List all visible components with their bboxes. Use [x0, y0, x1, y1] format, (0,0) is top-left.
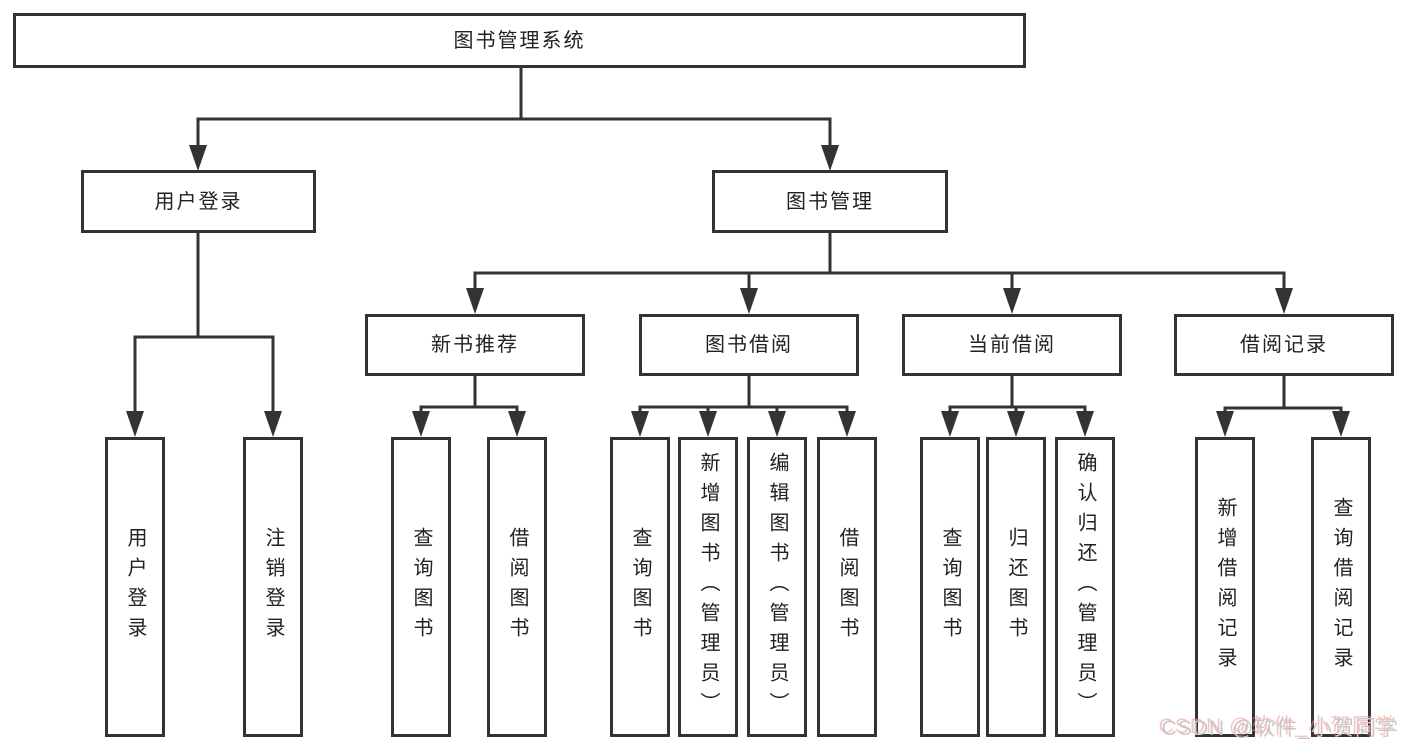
node-new-book-recommendation: 新书推荐 [365, 314, 585, 376]
node-leaf-user-login: 用户登录 [105, 437, 165, 737]
node-label: 新书推荐 [431, 334, 519, 356]
node-borrowing-records: 借阅记录 [1174, 314, 1394, 376]
node-leaf-cb-return-books: 归还图书 [986, 437, 1046, 737]
node-leaf-nbr-query-books: 查询图书 [391, 437, 451, 737]
node-leaf-br-query-borrow-record: 查询借阅记录 [1311, 437, 1371, 737]
node-book-management: 图书管理 [712, 170, 948, 233]
node-label: 图书借阅 [705, 334, 793, 356]
node-leaf-bb-query-books: 查询图书 [610, 437, 670, 737]
node-label: 查询借阅记录 [1330, 497, 1352, 677]
node-label: 编辑图书（管理员） [766, 452, 788, 722]
node-user-login: 用户登录 [81, 170, 316, 233]
node-label: 归还图书 [1005, 527, 1027, 647]
node-label: 用户登录 [154, 190, 243, 213]
node-label: 借阅图书 [506, 527, 528, 647]
node-label: 借阅图书 [836, 527, 858, 647]
node-leaf-bb-borrow-books: 借阅图书 [817, 437, 877, 737]
node-book-borrowing: 图书借阅 [639, 314, 859, 376]
node-label: 借阅记录 [1240, 334, 1328, 356]
node-leaf-bb-edit-books-admin: 编辑图书（管理员） [747, 437, 807, 737]
csdn-watermark: CSDN @软件_小贺同学 [1161, 717, 1399, 740]
node-label: 新增借阅记录 [1214, 497, 1236, 677]
node-leaf-cb-confirm-return-admin: 确认归还（管理员） [1055, 437, 1115, 737]
node-label: 查询图书 [939, 527, 961, 647]
node-leaf-bb-add-books-admin: 新增图书（管理员） [678, 437, 738, 737]
node-label: 查询图书 [629, 527, 651, 647]
node-leaf-br-add-borrow-record: 新增借阅记录 [1195, 437, 1255, 737]
node-label: 当前借阅 [968, 334, 1056, 356]
node-label: 新增图书（管理员） [697, 452, 719, 722]
node-label: 图书管理 [786, 190, 874, 213]
node-leaf-nbr-borrow-books: 借阅图书 [487, 437, 547, 737]
node-label: 注销登录 [262, 527, 284, 647]
node-label: 查询图书 [410, 527, 432, 647]
node-label: 用户登录 [124, 527, 146, 647]
node-leaf-cb-query-books: 查询图书 [920, 437, 980, 737]
node-library-management-system: 图书管理系统 [13, 13, 1026, 68]
node-leaf-logout-login: 注销登录 [243, 437, 303, 737]
node-label: 图书管理系统 [453, 29, 586, 52]
node-label: 确认归还（管理员） [1074, 452, 1096, 722]
arrowheads [126, 145, 1350, 437]
node-current-borrowing: 当前借阅 [902, 314, 1122, 376]
